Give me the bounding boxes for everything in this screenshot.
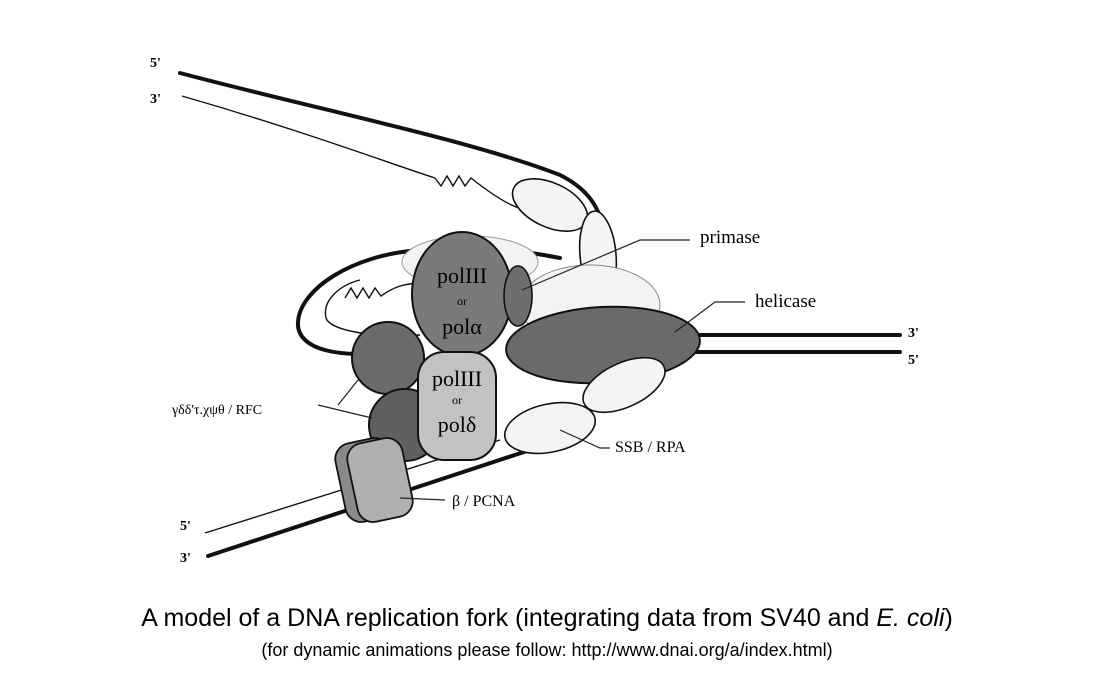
loop-primer-zigzag <box>344 282 419 300</box>
clamp-loader-leader-2 <box>317 404 373 419</box>
label-clamp: β / PCNA <box>452 493 516 510</box>
helicase-leader <box>674 301 745 333</box>
ssb-leader <box>559 429 610 449</box>
ssb-oval-bottom-1 <box>582 356 666 414</box>
sliding-clamp-front <box>346 437 414 523</box>
label-bottom-left-3prime: 3' <box>180 551 191 566</box>
label-bottom-left-5prime: 5' <box>180 519 191 534</box>
pol-top-line2: or <box>457 294 467 308</box>
pol-top-line3: polα <box>442 314 482 339</box>
pol-bottom-line1: polIII <box>432 366 482 391</box>
caption-italic: E. coli <box>876 604 945 632</box>
label-ssb: SSB / RPA <box>615 439 686 456</box>
figure-subcaption: (for dynamic animations please follow: h… <box>261 640 833 660</box>
label-right-3prime: 3' <box>908 326 919 341</box>
primase-leader <box>521 239 690 291</box>
caption-suffix: ) <box>944 604 953 632</box>
ssb-oval-bottom-2 <box>503 401 597 455</box>
label-top-left-5prime: 5' <box>150 56 161 71</box>
top-strand-3prime <box>181 95 436 179</box>
pol-bottom-line3: polδ <box>438 412 476 437</box>
clamp-leader <box>399 497 446 501</box>
figure-caption: A model of a DNA replication fork (integ… <box>0 604 1094 633</box>
label-right-5prime: 5' <box>908 353 919 368</box>
polymerase-bottom-body <box>417 351 497 461</box>
caption-prefix: A model of a DNA replication fork (integ… <box>141 604 877 632</box>
label-helicase: helicase <box>755 291 816 312</box>
primase-oval <box>503 265 533 327</box>
label-primase: primase <box>700 227 760 248</box>
label-top-left-3prime: 3' <box>150 92 161 107</box>
pol-top-line1: polIII <box>437 263 487 288</box>
label-clamp-loader: γδδ'τ.χψθ / RFC <box>171 403 262 418</box>
pol-bottom-line2: or <box>452 393 462 407</box>
clamp-loader-leader-1 <box>337 379 359 406</box>
clamp-loader-sphere-top <box>351 321 425 395</box>
